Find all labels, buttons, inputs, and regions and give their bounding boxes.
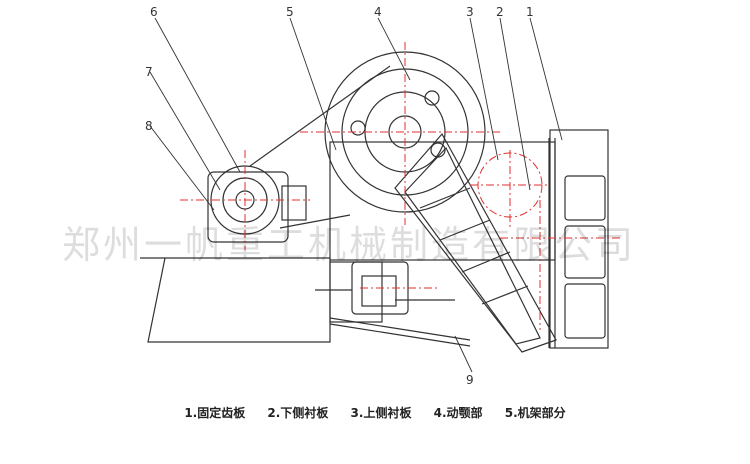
fixed-jaw-frame (549, 129, 609, 349)
legend: 1.固定齿板 2.下侧衬板 3.上侧衬板 4.动颚部 5.机架部分 (0, 404, 750, 421)
legend-item-3: 3.上侧衬板 (350, 406, 412, 420)
callout-8: 8 (145, 119, 153, 133)
legend-item-4: 4.动颚部 (433, 406, 483, 420)
legend-item-1: 1.固定齿板 (184, 406, 246, 420)
callout-4: 4 (374, 5, 382, 19)
moving-jaw (394, 132, 557, 353)
flywheel (324, 51, 486, 213)
callout-6: 6 (150, 5, 158, 19)
machine-outline (140, 51, 609, 353)
watermark: 郑州一帆重工机械制造有限公司 (62, 223, 637, 267)
center-lines (180, 42, 620, 330)
toggle-seat (329, 261, 383, 323)
callout-2: 2 (496, 5, 504, 19)
callout-3: 3 (466, 5, 474, 19)
callout-7: 7 (145, 65, 153, 79)
callout-1: 1 (526, 5, 534, 19)
motor-body (207, 171, 289, 243)
leader-lines (149, 17, 563, 373)
callout-9: 9 (466, 373, 474, 387)
tension-rod (329, 317, 471, 341)
legend-item-5: 5.机架部分 (504, 406, 566, 420)
legend-item-2: 2.下侧衬板 (267, 406, 329, 420)
belt-bottom (279, 214, 351, 229)
base-pedestal (147, 257, 331, 343)
callout-5: 5 (286, 5, 294, 19)
